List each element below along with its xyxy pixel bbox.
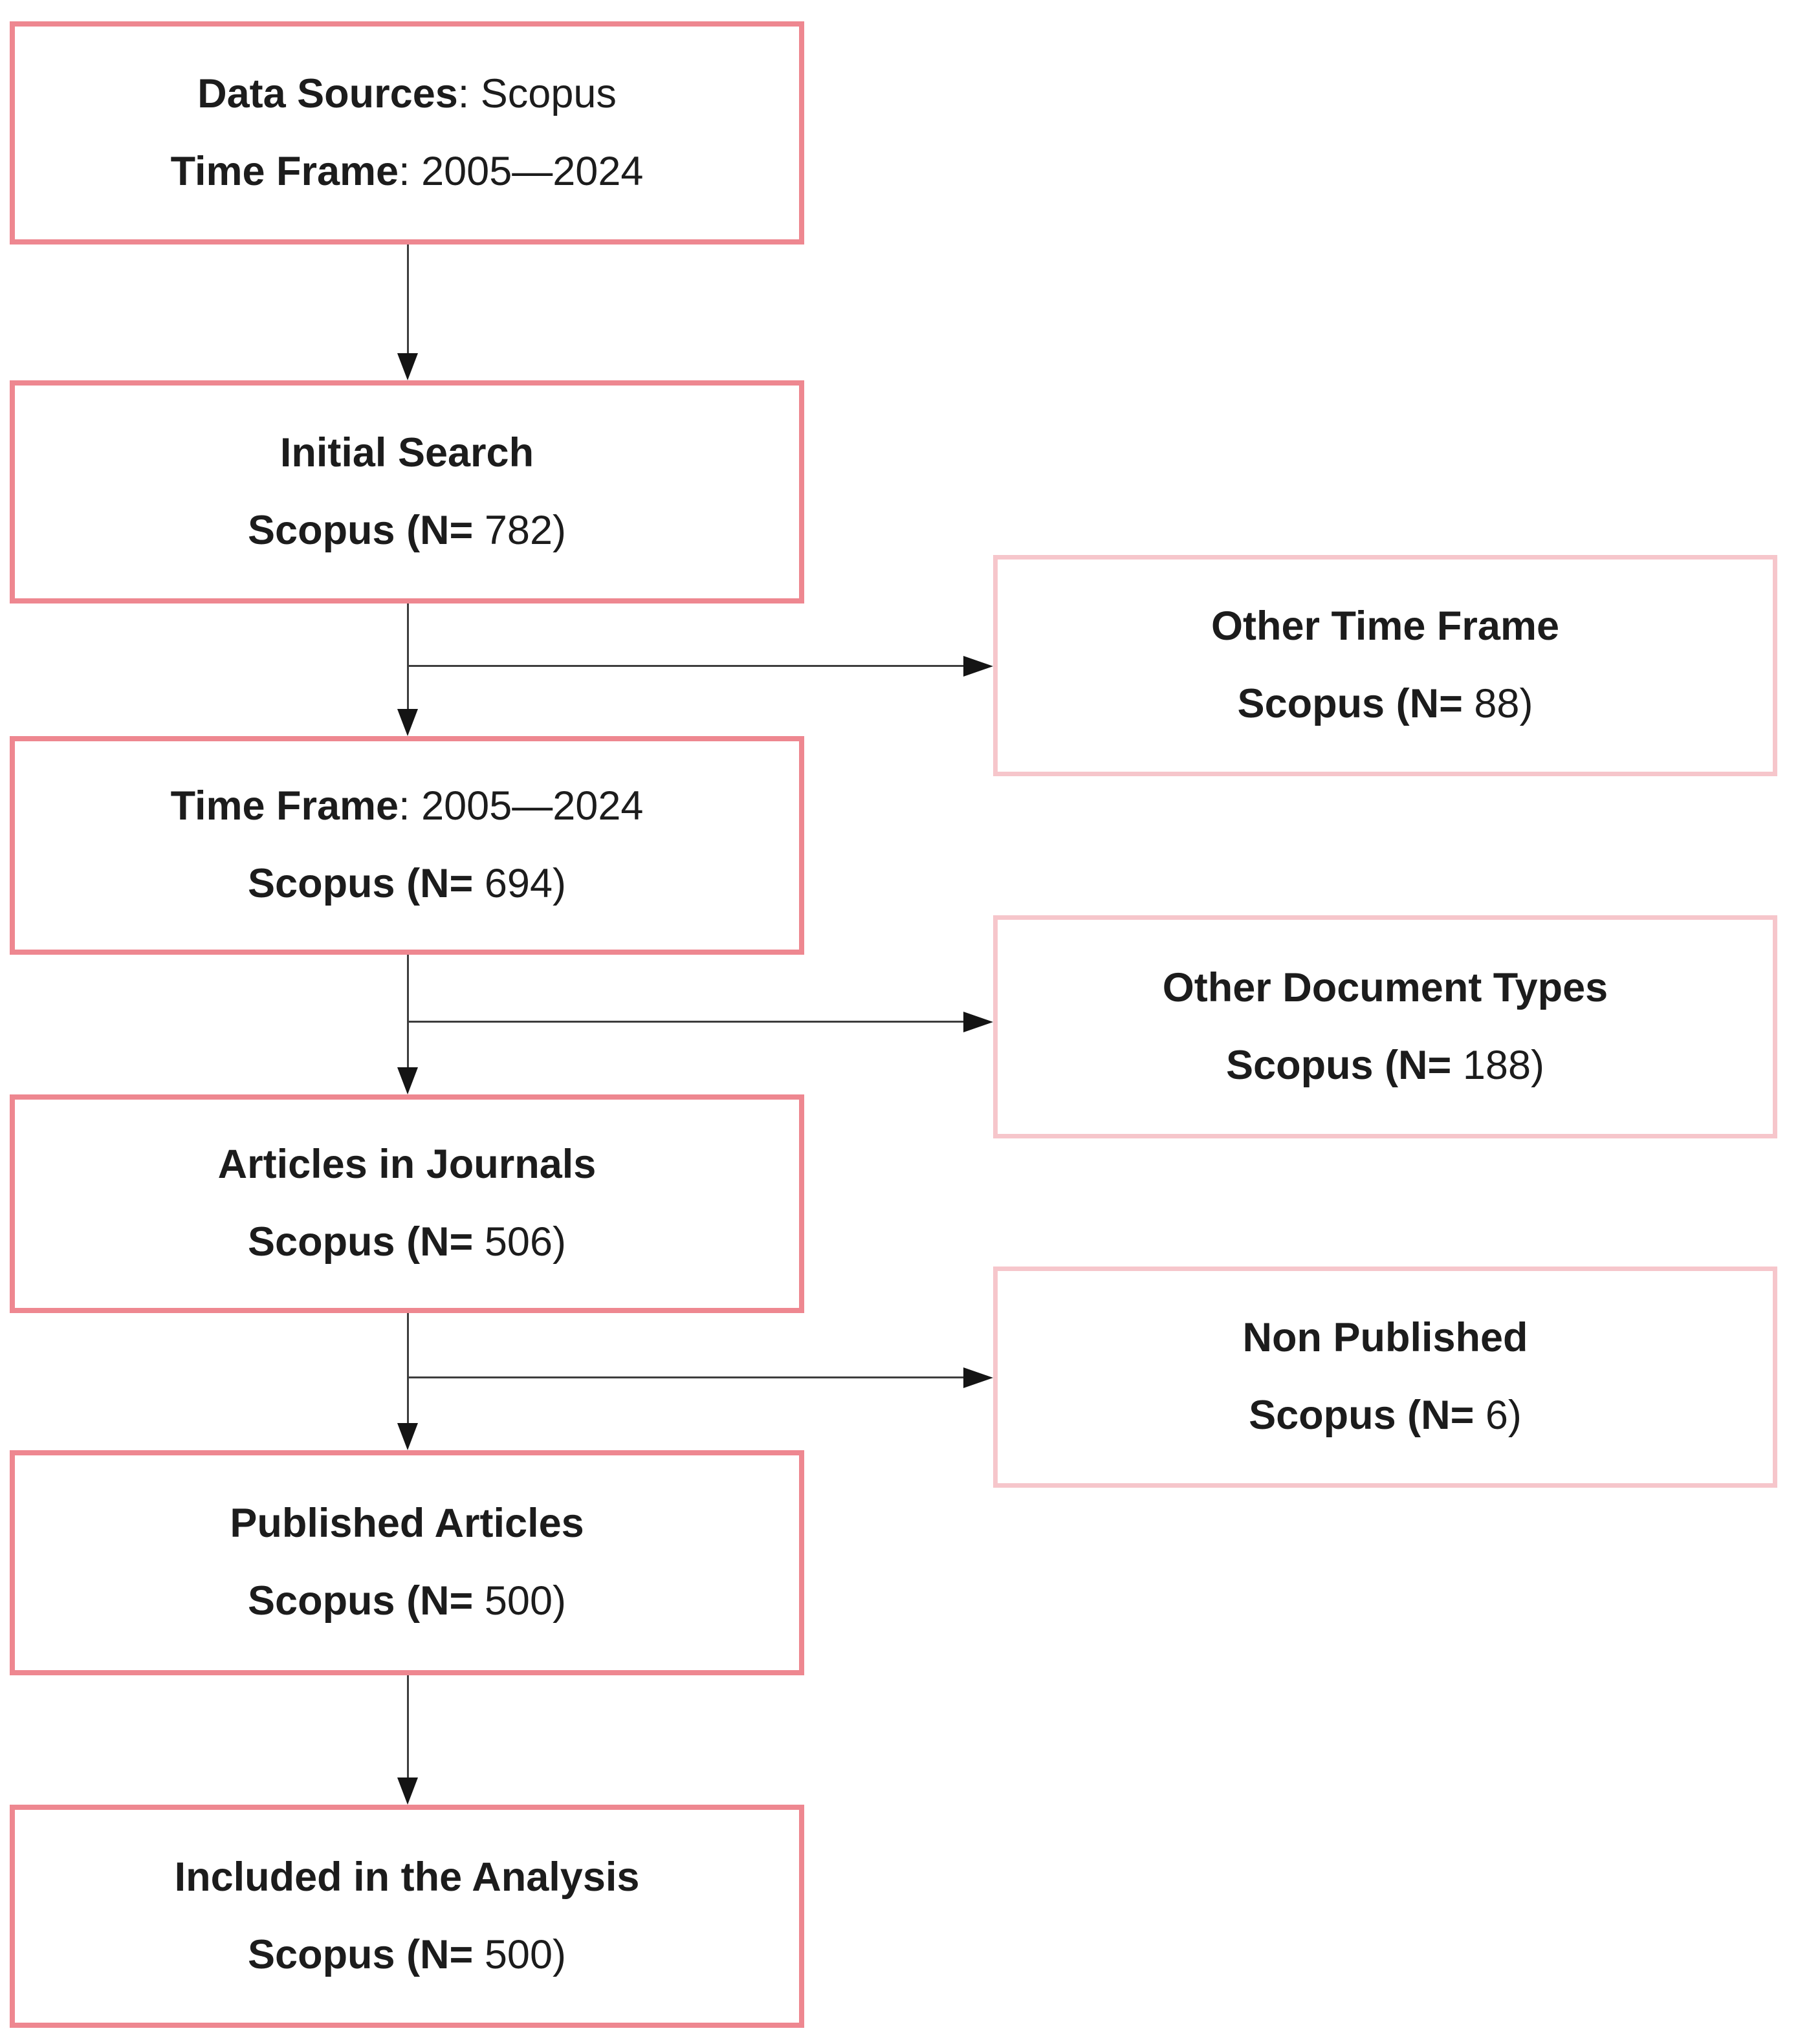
box-label-regular: 88) [1462,681,1533,726]
box-label-bold: Scopus (N= [248,861,474,906]
box-label-bold: Time Frame [170,783,399,829]
box-label-bold: Non Published [1242,1315,1528,1361]
flow-box-initial-search: Initial Search Scopus (N= 782) [10,380,804,603]
box-line: Articles in Journals [218,1126,597,1204]
arrow-line-published-articles-to-included-in-the-analysis [407,1675,409,1779]
box-line: Initial Search [280,415,534,492]
arrow-head-right-icon [963,1367,993,1388]
flow-box-articles-in-journals: Articles in Journals Scopus (N= 506) [10,1094,804,1313]
box-label-bold: Other Time Frame [1211,603,1560,649]
box-label-bold: Scopus (N= [248,1578,474,1624]
box-label-bold: Articles in Journals [217,1142,597,1188]
arrow-head-right-icon [963,656,993,677]
arrow-line-initial-search-to-time-frame [407,603,409,710]
flow-box-non-published: Non Published Scopus (N= 6) [993,1267,1777,1488]
box-label-bold: Initial Search [280,429,534,475]
box-label-regular: 500) [473,1578,566,1624]
flow-box-data-sources: Data Sources: Scopus Time Frame: 2005—20… [10,21,804,245]
box-label-bold: Scopus (N= [248,1219,474,1265]
box-label-regular: 694) [473,861,566,906]
box-line: Published Articles [230,1485,584,1563]
box-label-bold: Other Document Types [1162,964,1608,1010]
box-line: Data Sources: Scopus [197,56,617,133]
flow-box-other-time-frame: Other Time Frame Scopus (N= 88) [993,555,1777,776]
box-label-regular: : 2005—2024 [399,783,644,829]
box-label-bold: Included in the Analysis [174,1854,640,1900]
flow-box-time-frame: Time Frame: 2005—2024 Scopus (N= 694) [10,736,804,955]
box-label-bold: Scopus (N= [1249,1393,1475,1438]
flow-box-included-in-the-analysis: Included in the Analysis Scopus (N= 500) [10,1805,804,2028]
arrow-head-down-icon [397,353,418,380]
box-label-bold: Scopus (N= [1226,1042,1452,1088]
box-label-bold: Published Articles [230,1501,584,1547]
box-label-regular: 188) [1451,1042,1544,1088]
box-line: Scopus (N= 188) [1226,1027,1544,1105]
box-label-regular: : Scopus [457,71,617,116]
arrow-head-down-icon [397,1778,418,1805]
box-label-regular: 506) [473,1219,566,1265]
arrow-line-time-frame-to-other-document-types [408,1021,965,1023]
box-line: Scopus (N= 500) [248,1917,566,1994]
box-label-regular: 500) [473,1931,566,1977]
flow-box-published-articles: Published Articles Scopus (N= 500) [10,1450,804,1675]
box-line: Time Frame: 2005—2024 [171,133,644,211]
box-line: Non Published [1243,1299,1528,1377]
arrow-head-down-icon [397,1423,418,1450]
box-label-bold: Scopus (N= [248,1931,474,1977]
arrow-head-right-icon [963,1012,993,1032]
box-line: Other Document Types [1163,950,1608,1027]
box-line: Other Time Frame [1211,588,1559,666]
arrow-head-down-icon [397,709,418,736]
arrow-line-time-frame-to-articles-in-journals [407,955,409,1069]
box-label-bold: Scopus (N= [248,507,474,553]
box-label-bold: Time Frame [170,148,399,194]
box-line: Scopus (N= 694) [248,845,566,923]
box-line: Scopus (N= 500) [248,1563,566,1640]
box-line: Scopus (N= 88) [1238,666,1533,743]
box-line: Scopus (N= 506) [248,1204,566,1281]
arrow-line-initial-search-to-other-time-frame [408,665,965,667]
box-line: Included in the Analysis [175,1839,640,1917]
box-label-regular: 782) [473,507,566,553]
box-line: Scopus (N= 782) [248,492,566,570]
box-label-bold: Data Sources [197,71,458,116]
box-label-bold: Scopus (N= [1237,681,1463,726]
box-label-regular: : 2005—2024 [399,148,644,194]
arrow-line-data-sources-to-initial-search [407,245,409,356]
box-line: Scopus (N= 6) [1249,1377,1522,1455]
arrow-line-articles-in-journals-to-non-published [408,1376,965,1378]
box-label-regular: 6) [1474,1393,1522,1438]
arrow-line-articles-in-journals-to-published-articles [407,1313,409,1424]
arrow-head-down-icon [397,1067,418,1094]
flow-box-other-document-types: Other Document Types Scopus (N= 188) [993,915,1777,1138]
box-line: Time Frame: 2005—2024 [171,768,644,845]
